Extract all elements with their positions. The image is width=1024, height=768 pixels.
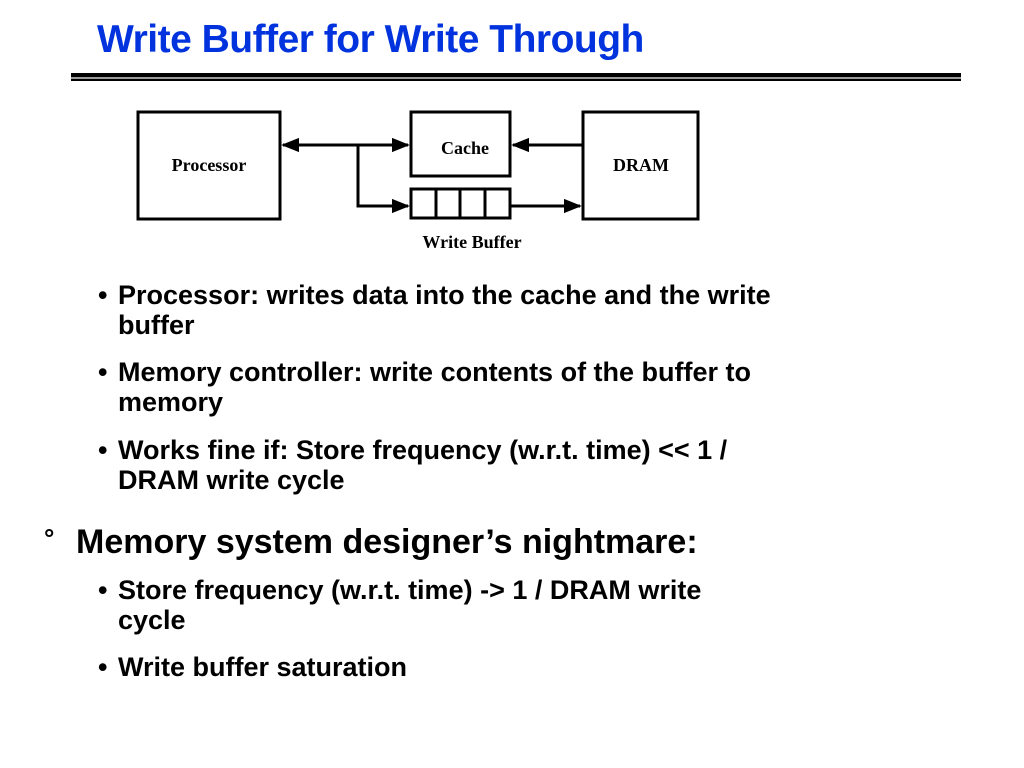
- degree-bullet-icon: °: [44, 523, 55, 553]
- bullet-text: Processor: writes data into the cache an…: [118, 280, 771, 310]
- bullet-text: buffer: [118, 310, 195, 340]
- cache-box: Cache: [409, 110, 512, 178]
- title-rule-gray: [71, 77, 961, 79]
- processor-writebuffer-arrow: [356, 145, 410, 214]
- bullet-text: cycle: [118, 605, 186, 635]
- bullet-dot-icon: •: [98, 357, 108, 387]
- title-rule-bottom: [71, 79, 961, 81]
- processor-box: Processor: [136, 110, 282, 221]
- bullet-dot-icon: •: [98, 575, 108, 605]
- bullet-dot-icon: •: [98, 280, 108, 310]
- bullet-dot-icon: •: [98, 435, 108, 465]
- cache-label: Cache: [441, 138, 489, 158]
- bullet-text: Memory controller: write contents of the…: [118, 357, 752, 387]
- bullet-text: DRAM write cycle: [118, 465, 345, 495]
- dram-label: DRAM: [613, 155, 669, 175]
- dram-box: DRAM: [581, 110, 700, 221]
- bullet-text: Works fine if: Store frequency (w.r.t. t…: [118, 435, 728, 465]
- processor-label: Processor: [172, 155, 247, 175]
- write-buffer-box: Write Buffer: [409, 187, 522, 252]
- bullet-text: Store frequency (w.r.t. time) -> 1 / DRA…: [118, 575, 702, 605]
- bullet-text: Write buffer saturation: [118, 652, 408, 682]
- title-rule: [71, 73, 961, 77]
- bullet-text: memory: [118, 387, 224, 417]
- write-buffer-label: Write Buffer: [422, 232, 521, 252]
- bullet-dot-icon: •: [98, 652, 108, 682]
- bullet-text: Memory system designer’s nightmare:: [76, 523, 698, 561]
- slide-title: Write Buffer for Write Through: [97, 18, 644, 61]
- write-buffer-diagram: Processor Cache DRAM Write Buffer: [136, 110, 700, 252]
